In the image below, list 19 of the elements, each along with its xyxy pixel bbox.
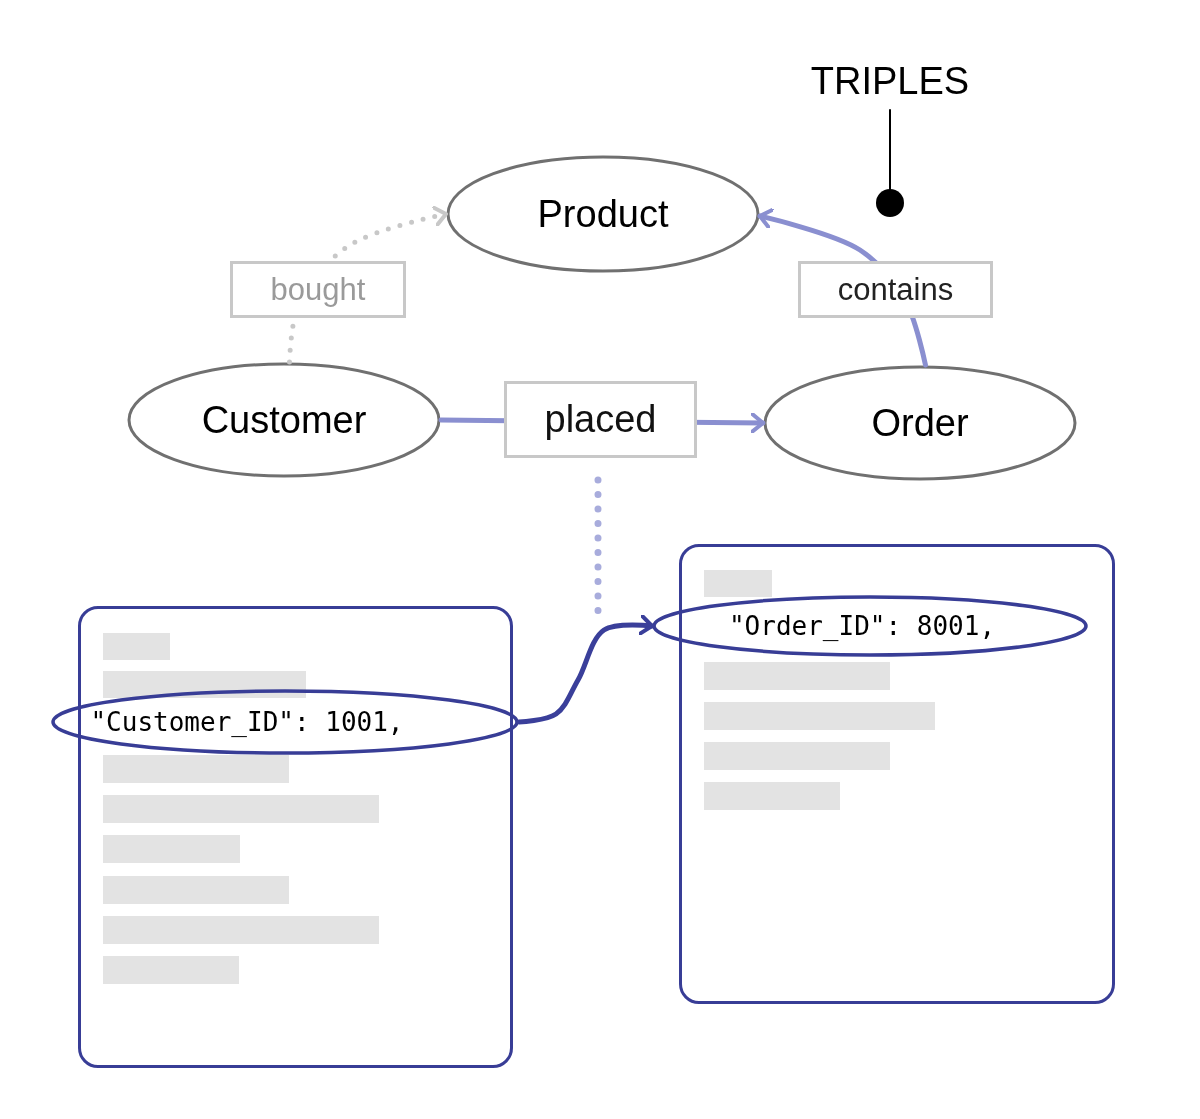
entity-ellipse <box>127 362 441 478</box>
edge-label: placed <box>504 381 697 458</box>
point-marker <box>876 189 904 217</box>
entity-ellipse <box>446 155 760 273</box>
node-label: Product <box>537 192 669 236</box>
edge-label: contains <box>798 261 993 318</box>
leader-line <box>889 109 891 190</box>
node-label: Customer <box>201 398 367 442</box>
highlight-ellipse <box>51 689 519 755</box>
node-label: TRIPLES <box>810 59 970 103</box>
code-text: "Order_ID": 8001, <box>728 611 996 641</box>
edge-label: bought <box>230 261 406 318</box>
node-label: Order <box>871 401 969 445</box>
highlight-ellipse <box>652 595 1088 657</box>
arrow <box>516 613 655 725</box>
document-card <box>679 544 1115 1004</box>
document-card <box>78 606 513 1068</box>
entity-ellipse <box>763 365 1077 481</box>
code-text: "Customer_ID": 1001, <box>90 707 404 737</box>
